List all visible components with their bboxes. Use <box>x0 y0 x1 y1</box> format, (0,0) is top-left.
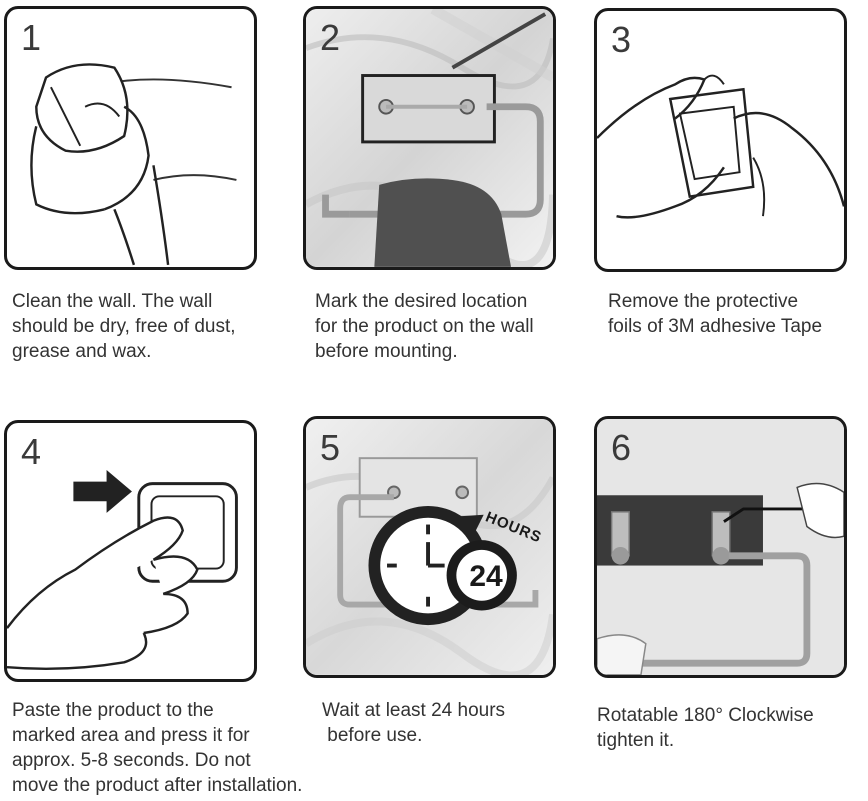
step-number: 3 <box>611 19 632 60</box>
tighten-screw-illustration <box>597 419 844 675</box>
step-5-panel: 5 24 HOURS <box>303 416 556 678</box>
step-3-panel: 3 <box>594 8 847 272</box>
step-4-panel: 4 <box>4 420 257 682</box>
marking-location-illustration <box>306 9 553 267</box>
caption-line: Rotatable 180° Clockwise <box>597 705 814 726</box>
step-6-panel: 6 <box>594 416 847 678</box>
caption-line: foils of 3M adhesive Tape <box>608 316 823 337</box>
caption-line: before mounting. <box>315 341 458 362</box>
step-number: 4 <box>21 431 42 472</box>
caption-line: move the product after installation. <box>12 775 303 796</box>
step-4-caption: Paste the product to the marked area and… <box>12 698 302 798</box>
step-1-panel: 1 <box>4 6 257 270</box>
timer-value: 24 <box>469 560 503 593</box>
step-number: 6 <box>611 427 632 468</box>
caption-line: tighten it. <box>597 730 675 751</box>
caption-line: approx. 5-8 seconds. Do not <box>12 750 251 771</box>
caption-line: Paste the product to the <box>12 700 214 721</box>
step-2-panel: 2 <box>303 6 556 270</box>
caption-line: Wait at least 24 hours <box>322 700 506 721</box>
arrow-icon <box>452 514 484 543</box>
caption-line: before use. <box>322 725 423 746</box>
caption-line: Mark the desired location <box>315 291 528 312</box>
caption-line: grease and wax. <box>12 341 152 362</box>
step-6-caption: Rotatable 180° Clockwise tighten it. <box>597 703 814 753</box>
removing-foil-illustration <box>597 74 844 219</box>
caption-line: for the product on the wall <box>315 316 534 337</box>
step-number: 2 <box>320 17 341 58</box>
step-2-caption: Mark the desired location for the produc… <box>315 289 534 364</box>
caption-line: Clean the wall. The wall <box>12 291 213 312</box>
step-5-caption: Wait at least 24 hours before use. <box>322 698 505 748</box>
step-3-caption: Remove the protective foils of 3M adhesi… <box>608 289 822 339</box>
pressing-product-illustration <box>7 469 238 671</box>
step-1-caption: Clean the wall. The wall should be dry, … <box>12 289 236 364</box>
caption-line: Remove the protective <box>608 291 799 312</box>
arrow-right-icon <box>73 469 132 513</box>
wiping-wall-illustration <box>30 63 237 266</box>
caption-line: should be dry, free of dust, <box>12 316 236 337</box>
wait-24-hours-illustration <box>306 419 553 675</box>
step-number: 1 <box>21 17 42 58</box>
caption-line: marked area and press it for <box>12 725 250 746</box>
step-number: 5 <box>320 427 341 468</box>
